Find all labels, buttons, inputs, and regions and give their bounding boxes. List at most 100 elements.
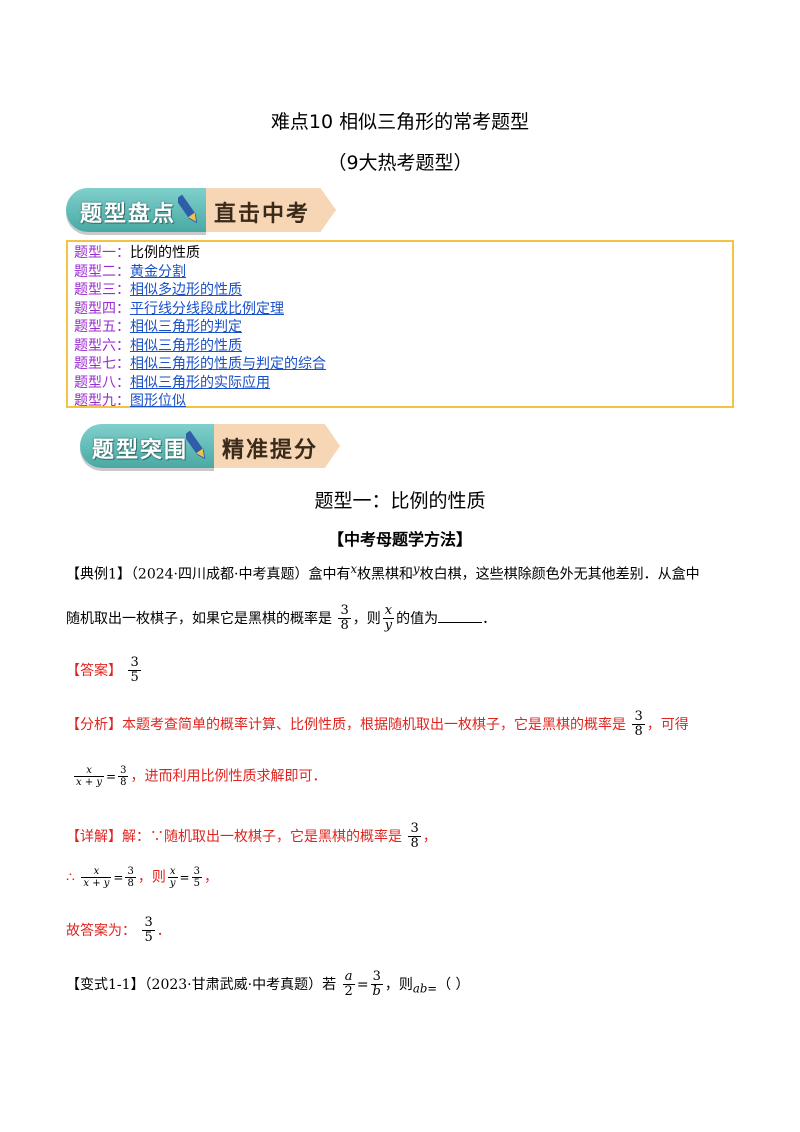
- toc-item-label: 题型二：: [74, 263, 130, 280]
- var-y: y: [413, 562, 420, 576]
- example-text: 枚白棋，这些棋除颜色外无其他差别．从盒中: [419, 566, 700, 583]
- banner-left-text: 题型盘点: [80, 202, 177, 227]
- table-of-contents: 题型一：比例的性质题型二：黄金分割题型三：相似多边形的性质题型四：平行线分线段成…: [66, 240, 734, 411]
- toc-item-link[interactable]: 相似多边形的性质: [130, 282, 242, 298]
- example-text: 枚黑棋和: [357, 566, 414, 583]
- toc-item-label: 题型四：: [74, 300, 130, 317]
- numerator: 3: [125, 866, 136, 878]
- toc-item-label: 题型七：: [74, 356, 130, 372]
- denominator: 8: [340, 618, 349, 634]
- toc-item-link[interactable]: 图形位似: [130, 393, 186, 409]
- var-x: x: [350, 562, 358, 576]
- denominator: 5: [144, 930, 153, 946]
- toc-item[interactable]: 题型五：相似三角形的判定: [74, 318, 726, 337]
- toc-item-label: 题型五：: [74, 319, 130, 335]
- numerator: 3: [408, 821, 421, 838]
- pen-icon: [178, 194, 198, 224]
- detail-text: ．: [156, 922, 171, 939]
- toc-item[interactable]: 题型七：相似三角形的性质与判定的综合: [74, 355, 726, 374]
- banner-right-text: 直击中考: [214, 202, 311, 227]
- numerator: 3: [632, 709, 645, 726]
- banner-practice: 题型突围 精准提分: [80, 424, 340, 468]
- example-source: （2024·四川成都·中考真题）: [130, 566, 309, 583]
- denominator: 5: [130, 670, 139, 686]
- denominator: y: [169, 878, 176, 889]
- toc-item[interactable]: 题型六：相似三角形的性质: [74, 337, 726, 356]
- analysis-tag: 【分析】: [66, 716, 122, 733]
- denominator: 8: [127, 878, 134, 889]
- analysis-text: ，进而利用比例性质求解即可．: [130, 768, 327, 785]
- detail-text: ，: [422, 828, 437, 845]
- denominator: b: [372, 984, 381, 1000]
- banner-right-text: 精准提分: [222, 438, 319, 463]
- toc-item-link[interactable]: 相似三角形的性质与判定的综合: [130, 356, 326, 372]
- numerator: 3: [118, 765, 129, 777]
- example-tag: 【典例1】: [66, 566, 131, 583]
- section-title: 题型一：比例的性质: [314, 490, 486, 512]
- example-text: ．: [482, 610, 497, 627]
- denominator: 2: [344, 984, 353, 1000]
- therefore-symbol: ∴: [66, 869, 75, 886]
- toc-item[interactable]: 题型二：黄金分割: [74, 263, 726, 282]
- denominator: x + y: [76, 777, 103, 788]
- numerator: x: [167, 866, 178, 878]
- var-ab: ab: [412, 981, 428, 996]
- answer-parentheses: （ ）: [437, 976, 470, 993]
- toc-item-label: 题型一：: [74, 245, 130, 261]
- detail-text: ，则: [137, 869, 166, 886]
- denominator: y: [384, 618, 393, 634]
- banner-left-tab: 题型盘点: [66, 188, 206, 232]
- document-title: 难点10 相似三角形的常考题型: [270, 111, 530, 133]
- toc-item[interactable]: 题型四：平行线分线段成比例定理: [74, 300, 726, 319]
- example-text: ，则: [352, 610, 381, 627]
- toc-item[interactable]: 题型九：图形位似: [74, 392, 726, 411]
- banner-right-tab: 精准提分: [214, 424, 340, 468]
- toc-item-label: 题型九：: [74, 393, 130, 409]
- pen-icon: [186, 430, 206, 460]
- toc-item-link[interactable]: 黄金分割: [130, 263, 186, 280]
- banner-left-tab: 题型突围: [80, 424, 214, 468]
- detail-text: 解：∵随机取出一枚棋子，它是黑棋的概率是: [122, 828, 402, 845]
- document-subtitle: （9大热考题型）: [327, 152, 473, 174]
- variant-tag: 【变式1-1】: [66, 976, 145, 993]
- numerator: 3: [128, 655, 141, 672]
- toc-item-text: 比例的性质: [130, 245, 200, 261]
- numerator: 3: [370, 969, 383, 986]
- example-text: 随机取出一枚棋子，如果它是黑棋的概率是: [66, 610, 332, 627]
- example-text: 的值为: [396, 610, 439, 627]
- numerator: 3: [191, 866, 202, 878]
- denominator: 8: [120, 777, 127, 788]
- toc-item-link[interactable]: 相似三角形的判定: [130, 319, 242, 335]
- denominator: 8: [634, 724, 643, 740]
- toc-item-link[interactable]: 相似三角形的性质: [130, 337, 242, 354]
- answer-blank: [438, 610, 483, 623]
- detail-text: 故答案为：: [66, 922, 136, 939]
- numerator: 3: [142, 915, 155, 932]
- toc-item[interactable]: 题型八：相似三角形的实际应用: [74, 374, 726, 393]
- example-text: 盒中有: [308, 566, 351, 583]
- toc-item-link[interactable]: 平行线分线段成比例定理: [130, 300, 284, 317]
- numerator: x: [382, 603, 395, 620]
- numerator: a: [342, 969, 355, 986]
- toc-item-link[interactable]: 相似三角形的实际应用: [130, 374, 270, 391]
- numerator: x: [74, 765, 105, 777]
- toc-item[interactable]: 题型三：相似多边形的性质: [74, 281, 726, 300]
